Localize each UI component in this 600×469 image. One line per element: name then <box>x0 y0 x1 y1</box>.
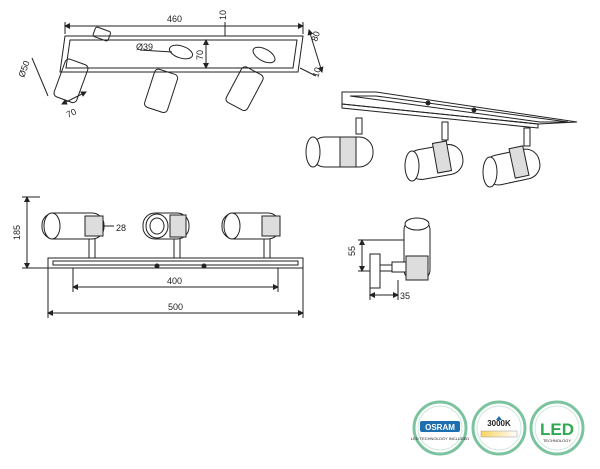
dim-spot-label: 28 <box>116 223 126 233</box>
osram-badge: OSRAM LED TECHNOLOGY INCLUDED <box>411 400 469 456</box>
perspective-spot-1 <box>305 117 374 168</box>
dim-offset-label: 10 <box>218 10 228 20</box>
dim-line-margin <box>299 67 317 77</box>
top-spot-1 <box>53 26 111 104</box>
front-spot-1 <box>41 212 105 259</box>
indicator-arrow-icon <box>496 416 502 420</box>
top-spot-3 <box>225 46 276 112</box>
top-plate <box>59 35 304 73</box>
front-plate-inner <box>52 260 299 266</box>
dim-line-inner-diameter <box>139 49 173 53</box>
led-badge: LED TECHNOLOGY <box>529 400 585 456</box>
dim-line-diameter <box>31 57 49 97</box>
perspective-spot-2 <box>404 121 464 182</box>
dim-height-label: 185 <box>12 225 22 240</box>
top-spot-2 <box>144 44 194 114</box>
dim-length-label: 460 <box>167 14 182 24</box>
side-view <box>358 217 431 300</box>
perspective-view <box>305 91 578 188</box>
dim-spacing-label: 400 <box>167 276 182 286</box>
side-stem <box>379 264 393 272</box>
dim-margin-label: 10 <box>310 66 323 79</box>
front-plate <box>47 257 304 269</box>
front-spot-2 <box>142 212 190 259</box>
osram-subtitle: LED TECHNOLOGY INCLUDED <box>411 436 469 441</box>
color-temp-badge: 3000K <box>471 400 527 456</box>
perspective-plate-edge <box>341 103 539 129</box>
dim-inner-label: 70 <box>195 50 205 60</box>
dim-inner-diameter-label: Ø39 <box>136 42 153 52</box>
dim-line-spot-length <box>61 91 87 105</box>
dim-line-depth <box>307 29 324 73</box>
warm-gradient-bar <box>480 430 518 438</box>
color-temp-title: 3000K <box>487 419 511 428</box>
osram-title: OSRAM <box>425 423 455 432</box>
led-title: LED <box>540 420 574 439</box>
dim-side-height-label: 55 <box>347 246 357 256</box>
top-plate-inner <box>65 39 298 69</box>
led-subtitle: TECHNOLOGY <box>543 438 571 443</box>
front-view <box>22 196 304 318</box>
perspective-plate-inner <box>349 95 569 123</box>
top-view <box>31 22 324 114</box>
dim-spot-diameter-label: Ø50 <box>16 59 31 78</box>
dim-total-label: 500 <box>168 302 183 312</box>
side-plate <box>369 253 381 289</box>
perspective-spot-3 <box>482 127 541 188</box>
dim-depth-label: 80 <box>309 30 322 43</box>
front-spot-3 <box>221 212 281 259</box>
dim-spot-length-label: 70 <box>65 107 78 120</box>
dim-side-depth-label: 35 <box>400 291 410 301</box>
perspective-plate-top <box>341 91 578 125</box>
